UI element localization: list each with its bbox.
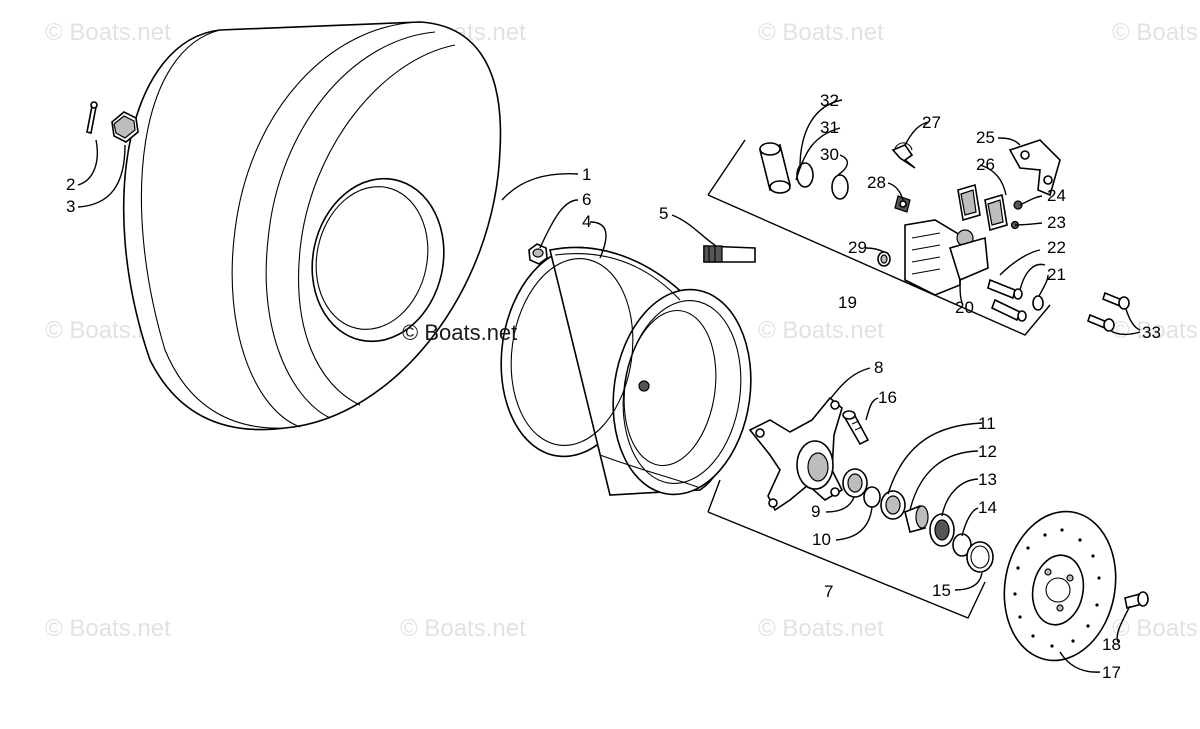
callout-14: 14 <box>978 498 997 517</box>
disc-holes <box>1013 528 1101 648</box>
disc-bolt[interactable] <box>1124 591 1149 609</box>
callout-26: 26 <box>976 155 995 174</box>
callout-23: 23 <box>1047 213 1066 232</box>
callout-4: 4 <box>582 212 591 231</box>
caliper-pins[interactable] <box>987 278 1027 322</box>
caliper-piston-parts[interactable] <box>759 142 849 200</box>
callout-28: 28 <box>867 173 886 192</box>
callout-25: 25 <box>976 128 995 147</box>
wheel-stud[interactable] <box>842 410 870 446</box>
callout-32: 32 <box>820 91 839 110</box>
callout-12: 12 <box>978 442 997 461</box>
callout-3: 3 <box>66 197 75 216</box>
callout-numbers: 1 2 3 4 5 6 7 8 9 10 11 12 13 14 15 16 1… <box>66 91 1161 682</box>
watermark: © Boats.net <box>1112 317 1200 344</box>
callout-27: 27 <box>922 113 941 132</box>
watermark: © Boats.net <box>758 615 884 642</box>
callout-19: 19 <box>838 293 857 312</box>
watermark: © Boats.net <box>758 317 884 344</box>
leader-lines <box>77 99 1141 673</box>
callout-31: 31 <box>820 118 839 137</box>
caliper-mount-bolts[interactable] <box>1087 291 1130 332</box>
callout-8: 8 <box>874 358 883 377</box>
callout-21: 21 <box>1047 265 1066 284</box>
callout-30: 30 <box>820 145 839 164</box>
callout-9: 9 <box>811 502 820 521</box>
bracket-19 <box>707 139 1051 336</box>
callout-11: 11 <box>978 414 996 433</box>
callout-13: 13 <box>978 470 997 489</box>
callout-20: 20 <box>955 298 974 317</box>
callout-29: 29 <box>848 238 867 257</box>
tire[interactable] <box>122 21 502 431</box>
watermarks: © Boats.net © Boats.net © Boats.net © Bo… <box>45 19 1200 642</box>
callout-1: 1 <box>582 165 591 184</box>
watermark: © Boats.net <box>1112 615 1200 642</box>
callout-24: 24 <box>1047 186 1066 205</box>
callout-15: 15 <box>932 581 951 600</box>
callout-33: 33 <box>1142 323 1161 342</box>
bleeder-screw[interactable] <box>894 195 911 213</box>
axle-nut[interactable] <box>111 111 139 143</box>
callout-22: 22 <box>1047 238 1066 257</box>
caliper-bracket[interactable] <box>1008 139 1061 197</box>
pad-spring[interactable] <box>891 142 916 169</box>
center-watermark: © Boats.net <box>402 320 517 345</box>
watermark: © Boats.net <box>400 615 526 642</box>
wheel-hub[interactable] <box>748 396 844 512</box>
brake-pads[interactable] <box>957 183 1008 232</box>
watermark: © Boats.net <box>45 19 171 46</box>
callout-16: 16 <box>878 388 897 407</box>
brake-disc[interactable] <box>993 503 1127 670</box>
watermark: © Boats.net <box>1112 19 1200 46</box>
brake-caliper[interactable] <box>904 219 989 296</box>
small-clip[interactable] <box>1032 295 1044 311</box>
callout-7: 7 <box>824 582 833 601</box>
callout-18: 18 <box>1102 635 1121 654</box>
callout-5: 5 <box>659 204 668 223</box>
watermark: © Boats.net <box>758 19 884 46</box>
callout-17: 17 <box>1102 663 1121 682</box>
valve-stem[interactable] <box>703 245 756 263</box>
caliper-pin-boot[interactable] <box>877 251 891 267</box>
watermark: © Boats.net <box>45 615 171 642</box>
cotter-pin[interactable] <box>86 101 98 134</box>
callout-10: 10 <box>812 530 831 549</box>
callout-6: 6 <box>582 190 591 209</box>
bearing-parts[interactable] <box>842 468 994 573</box>
lug-nut[interactable] <box>528 243 548 265</box>
callout-2: 2 <box>66 175 75 194</box>
bracket-7 <box>707 479 986 619</box>
wheel-rim[interactable] <box>488 238 764 503</box>
